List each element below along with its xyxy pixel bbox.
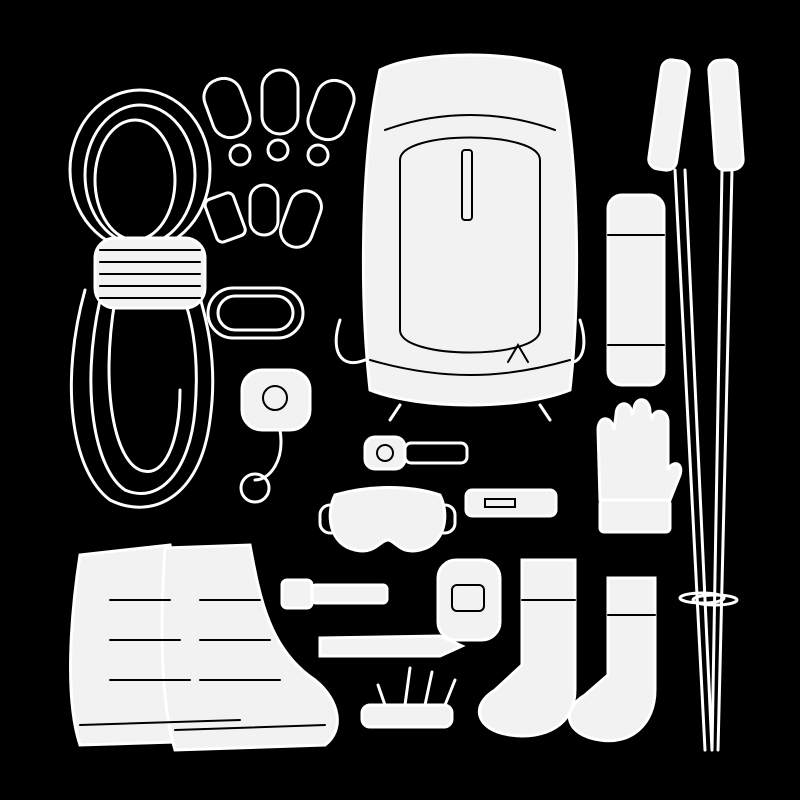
flashlight-icon: [282, 580, 387, 608]
avalanche-beacon-icon: [438, 560, 500, 640]
pen-icon: [320, 636, 462, 656]
goggles-icon: [320, 488, 455, 552]
rope-icon: [70, 90, 213, 507]
headlamp-icon: [365, 437, 467, 469]
carabiner-icon: [199, 70, 359, 252]
trekking-pole-icon: [647, 59, 743, 750]
multitool-icon: [362, 668, 455, 727]
sock-icon: [479, 560, 655, 741]
thermos-icon: [608, 195, 664, 385]
ski-boot-icon: [71, 545, 338, 750]
belay-device-icon: [241, 370, 310, 502]
pocket-knife-icon: [466, 490, 556, 516]
backpack-icon: [336, 55, 584, 420]
goggle-strap-icon: [208, 288, 303, 338]
glove-icon: [598, 400, 681, 532]
